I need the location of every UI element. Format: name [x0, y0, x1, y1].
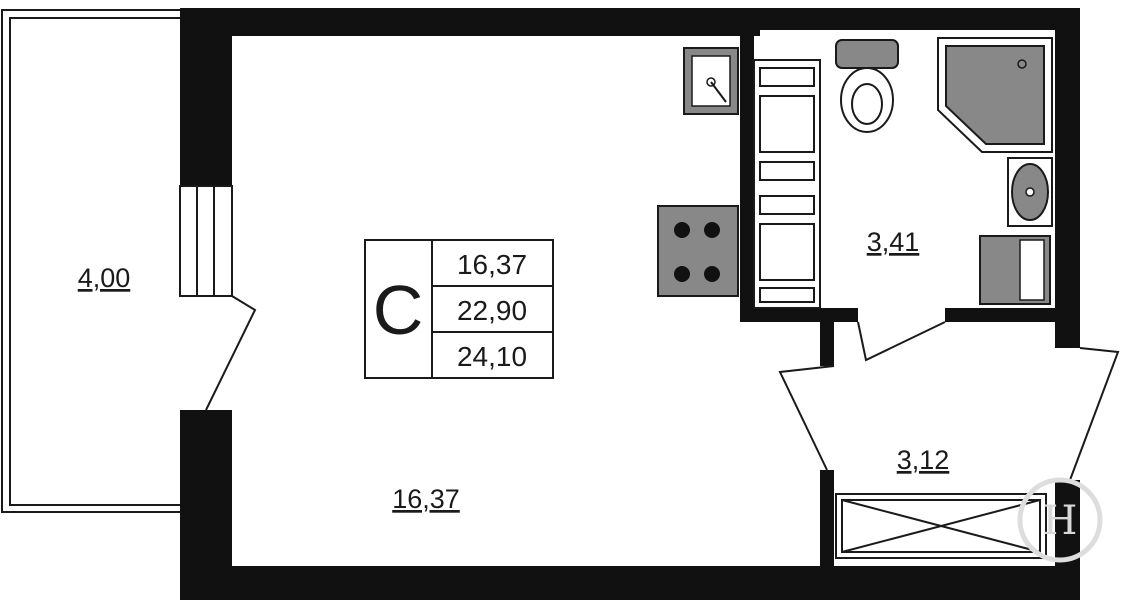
closet	[835, 493, 1047, 559]
wall-top-right	[740, 8, 1080, 30]
shelf-frame	[753, 59, 821, 309]
shelf	[759, 161, 815, 181]
wall-top-main	[180, 8, 760, 36]
walls	[180, 8, 1080, 600]
area-legend: С 16,37 22,90 24,10	[364, 239, 554, 379]
closet-cross	[841, 499, 1041, 553]
washbasin	[1007, 157, 1053, 227]
toilet-seat	[851, 83, 883, 125]
burner	[674, 266, 690, 282]
burner	[704, 222, 720, 238]
watermark-logo: Н	[1017, 477, 1103, 563]
toilet-tank	[835, 39, 899, 69]
shower-inner	[945, 45, 1045, 145]
closet-inner	[841, 499, 1041, 553]
wall-left-upper	[180, 8, 232, 186]
watermark-letter: Н	[1043, 498, 1078, 544]
stove-body	[657, 205, 739, 297]
toilet-bowl	[840, 67, 894, 133]
shelf	[759, 95, 815, 153]
shelf	[759, 223, 815, 281]
sink-tap	[710, 81, 727, 103]
entrance-door	[778, 347, 1120, 481]
watermark-ring	[1017, 477, 1103, 563]
burner	[674, 222, 690, 238]
bathroom-door	[857, 321, 946, 362]
legend-total-with-balcony: 24,10	[457, 341, 527, 372]
burner	[704, 266, 720, 282]
wall-hall-pillar	[820, 322, 834, 366]
shower-tray	[937, 37, 1053, 153]
toilet	[835, 39, 899, 133]
washer-panel	[1019, 239, 1045, 301]
wall-bath-bottom-left	[740, 308, 858, 322]
wall-bath-left	[740, 30, 754, 320]
wall-bath-bottom-right	[945, 308, 1080, 322]
shelf	[759, 287, 815, 303]
wall-hall-left	[820, 470, 834, 570]
shelf	[759, 195, 815, 215]
window-frame	[179, 185, 233, 297]
washing-machine	[979, 235, 1051, 305]
entrance-door-leaf-right	[1069, 347, 1120, 481]
legend-type-letter: С	[373, 271, 424, 349]
shelving-unit	[753, 59, 821, 309]
wall-bottom	[180, 566, 1080, 600]
entrance-door-leaf-left	[778, 365, 835, 471]
hall-area-label: 3,12	[897, 445, 950, 475]
kitchen-sink	[683, 47, 739, 115]
stove	[657, 205, 739, 297]
balcony-outline-inner	[9, 17, 180, 506]
balcony-outline	[1, 9, 180, 513]
legend-frame	[364, 239, 554, 379]
bathroom-area-label: 3,41	[867, 227, 920, 257]
balcony-door	[179, 185, 257, 411]
balcony	[1, 9, 180, 513]
wall-right-upper	[1055, 8, 1080, 348]
closet-frame	[835, 493, 1047, 559]
balcony-area-label: 4,00	[78, 263, 131, 293]
sink-drain	[706, 77, 716, 87]
shower-drain-icon	[1017, 59, 1027, 69]
shelf	[759, 67, 815, 87]
legend-total-area: 22,90	[457, 295, 527, 326]
legend-living-area: 16,37	[457, 249, 527, 280]
living-room-area-label: 16,37	[392, 484, 460, 514]
door-leaf	[205, 295, 257, 411]
washbasin-tap-icon	[1025, 187, 1035, 197]
